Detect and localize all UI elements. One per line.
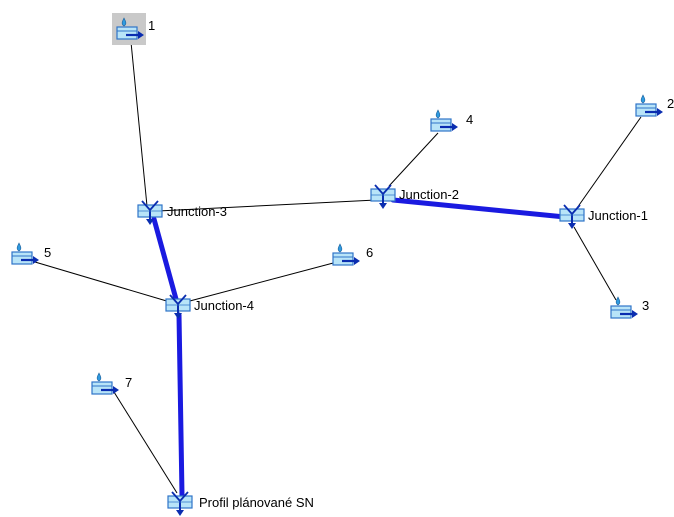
connector-sb4-j2[interactable] [388, 132, 439, 187]
junction-1[interactable]: Junction-1 [559, 204, 648, 229]
junction-label: Junction-4 [194, 298, 254, 313]
junction-icon [165, 294, 191, 319]
connector-sb1-j3[interactable] [130, 41, 148, 207]
reach-j3-j4[interactable] [151, 216, 179, 302]
links-layer [34, 41, 642, 498]
sink-node[interactable]: Profil plánované SN [167, 491, 314, 516]
subbasin-icon [116, 17, 144, 40]
subbasin-icon [430, 109, 458, 132]
subbasin-6[interactable]: 6 [332, 243, 373, 266]
sink-icon [167, 491, 193, 516]
subbasin-label: 1 [148, 18, 155, 33]
connector-sb6-j4[interactable] [185, 261, 338, 303]
subbasin-label: 5 [44, 245, 51, 260]
reach-j1-j2[interactable] [390, 197, 568, 220]
junction-label: Junction-2 [399, 187, 459, 202]
subbasin-label: 6 [366, 245, 373, 260]
junction-label: Junction-3 [167, 204, 227, 219]
junction-icon [559, 204, 585, 229]
reach-j4-sink[interactable] [176, 312, 185, 498]
subbasin-icon [635, 94, 663, 117]
subbasin-label: 3 [642, 298, 649, 313]
subbasin-icon [332, 243, 360, 266]
connector-sb5-j4[interactable] [34, 261, 171, 303]
junction-label: Junction-1 [588, 208, 648, 223]
junction-4[interactable]: Junction-4 [165, 294, 254, 319]
connector-j2-j3[interactable] [157, 199, 377, 212]
subbasin-2[interactable]: 2 [635, 94, 674, 117]
sink-label: Profil plánované SN [199, 495, 314, 510]
connector-sb3-j1[interactable] [573, 226, 617, 301]
subbasin-5[interactable]: 5 [11, 242, 51, 265]
subbasin-label: 7 [125, 375, 132, 390]
subbasin-4[interactable]: 4 [430, 109, 473, 132]
subbasin-7[interactable]: 7 [91, 372, 132, 395]
connector-sb2-j1[interactable] [576, 116, 642, 209]
subbasin-icon [610, 296, 638, 319]
junction-icon [137, 200, 163, 225]
subbasin-label: 2 [667, 96, 674, 111]
subbasin-icon [11, 242, 39, 265]
junction-3[interactable]: Junction-3 [137, 200, 227, 225]
subbasin-1[interactable]: 1 [112, 13, 155, 45]
junction-2[interactable]: Junction-2 [370, 184, 459, 209]
nodes-layer: Junction-1 Junction-2Junction-3Junction-4… [11, 13, 674, 516]
subbasin-3[interactable]: 3 [610, 296, 649, 319]
subbasin-icon [91, 372, 119, 395]
subbasin-label: 4 [466, 112, 473, 127]
junction-icon [370, 184, 396, 209]
connector-sb7-sink[interactable] [113, 391, 178, 494]
